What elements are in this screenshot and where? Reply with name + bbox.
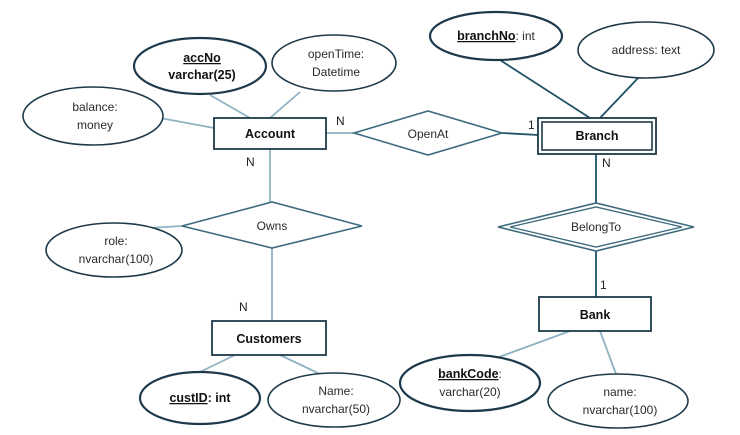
entity-customers-label: Customers (236, 332, 301, 346)
attribute-custid-type: : int (208, 391, 232, 405)
attribute-bankcode-type: varchar(20) (439, 385, 500, 399)
relationship-belongto-inner-diamond (509, 206, 683, 248)
entity-customers-box (211, 320, 327, 356)
entity-account-label: Account (245, 127, 296, 141)
attribute-role-name: role: (104, 234, 127, 248)
relationship-owns: Owns (181, 201, 363, 249)
cardinality-branch-belongto: N (602, 156, 611, 170)
line-opentime-account (269, 91, 301, 119)
attribute-role: role: nvarchar(100) (45, 222, 183, 278)
line-customers-name (279, 354, 321, 375)
attribute-bankcode: bankCode: varchar(20) (398, 353, 542, 413)
entity-customers: Customers (211, 320, 327, 356)
relationship-openat-diamond (351, 110, 505, 156)
entity-branch-label: Branch (575, 129, 618, 143)
line-branchno-branch (499, 59, 591, 119)
attribute-role-type: nvarchar(100) (79, 252, 154, 266)
line-role-owns (149, 225, 183, 229)
attribute-balance-ellipse (22, 86, 164, 146)
attribute-opentime-name: openTime: (308, 47, 364, 61)
attribute-custid: custID: int (138, 370, 262, 426)
relationship-belongto: BelongTo (497, 202, 695, 252)
attribute-bank-name: name: nvarchar(100) (547, 373, 689, 429)
cardinality-labels: N 1 N N N 1 (239, 114, 611, 314)
entity-bank-box (538, 296, 652, 332)
line-address-branch (599, 75, 641, 119)
relationship-openat-label: OpenAt (408, 127, 449, 141)
attribute-address-ellipse (577, 21, 715, 79)
relationship-owns-diamond (181, 201, 363, 249)
attribute-balance-type: money (77, 118, 113, 132)
attribute-bankcode-line1: bankCode: (438, 367, 502, 381)
attribute-branchno-type: : int (516, 29, 536, 43)
attribute-role-ellipse (45, 222, 183, 278)
attribute-opentime-type: Datetime (312, 65, 360, 79)
entity-branch-inner-box (541, 121, 653, 151)
line-balance-account (159, 117, 215, 129)
relationship-belongto-outer-diamond (497, 202, 695, 252)
attribute-accno: accNo varchar(25) (132, 36, 268, 96)
attribute-branchno-text: branchNo: int (457, 29, 535, 43)
attribute-accno-key: accNo (183, 51, 221, 65)
attribute-customer-name-type: nvarchar(50) (302, 402, 370, 416)
entity-bank-label: Bank (580, 308, 611, 322)
attribute-customer-name: Name: nvarchar(50) (267, 372, 401, 428)
attribute-branchno: branchNo: int (428, 10, 564, 62)
attribute-custid-ellipse (138, 370, 262, 426)
cardinality-customers-owns: N (239, 300, 248, 314)
entity-branch-outer-box (537, 117, 657, 155)
attribute-opentime: openTime: Datetime (271, 34, 397, 92)
attribute-bankcode-colon: : (499, 367, 502, 381)
line-accno-account (209, 94, 251, 119)
attribute-bankcode-key: bankCode (438, 367, 498, 381)
cardinality-branch-openat: 1 (528, 118, 535, 132)
attribute-customer-name-name: Name: (318, 384, 353, 398)
entity-branch: Branch (537, 117, 657, 155)
entity-bank: Bank (538, 296, 652, 332)
line-bank-name (599, 330, 617, 375)
attribute-opentime-ellipse (271, 34, 397, 92)
relationship-openat: OpenAt (351, 110, 505, 156)
relationship-belongto-label: BelongTo (571, 220, 621, 234)
attribute-address: address: text (577, 21, 715, 79)
cardinality-bank-belongto: 1 (600, 278, 607, 292)
attribute-custid-text: custID: int (169, 391, 231, 405)
attribute-accno-ellipse (132, 36, 268, 96)
attribute-balance-name: balance: (72, 100, 117, 114)
attribute-bank-name-name: name: (603, 385, 636, 399)
cardinality-account-openat: N (336, 114, 345, 128)
attribute-bank-name-ellipse (547, 373, 689, 429)
cardinality-account-owns: N (246, 155, 255, 169)
attribute-branchno-ellipse (428, 10, 564, 62)
line-openat-branch (501, 132, 539, 136)
attribute-branchno-key: branchNo (457, 29, 516, 43)
entity-account-box (213, 117, 327, 150)
line-customers-custid (199, 354, 236, 373)
attribute-accno-type: varchar(25) (168, 68, 235, 82)
attribute-bank-name-type: nvarchar(100) (583, 403, 658, 417)
attribute-balance: balance: money (22, 86, 164, 146)
attribute-customer-name-ellipse (267, 372, 401, 428)
attribute-bankcode-ellipse (398, 353, 542, 413)
entity-account: Account (213, 117, 327, 150)
relationship-owns-label: Owns (257, 219, 288, 233)
attribute-custid-key: custID (169, 391, 207, 405)
attribute-address-text: address: text (612, 43, 681, 57)
